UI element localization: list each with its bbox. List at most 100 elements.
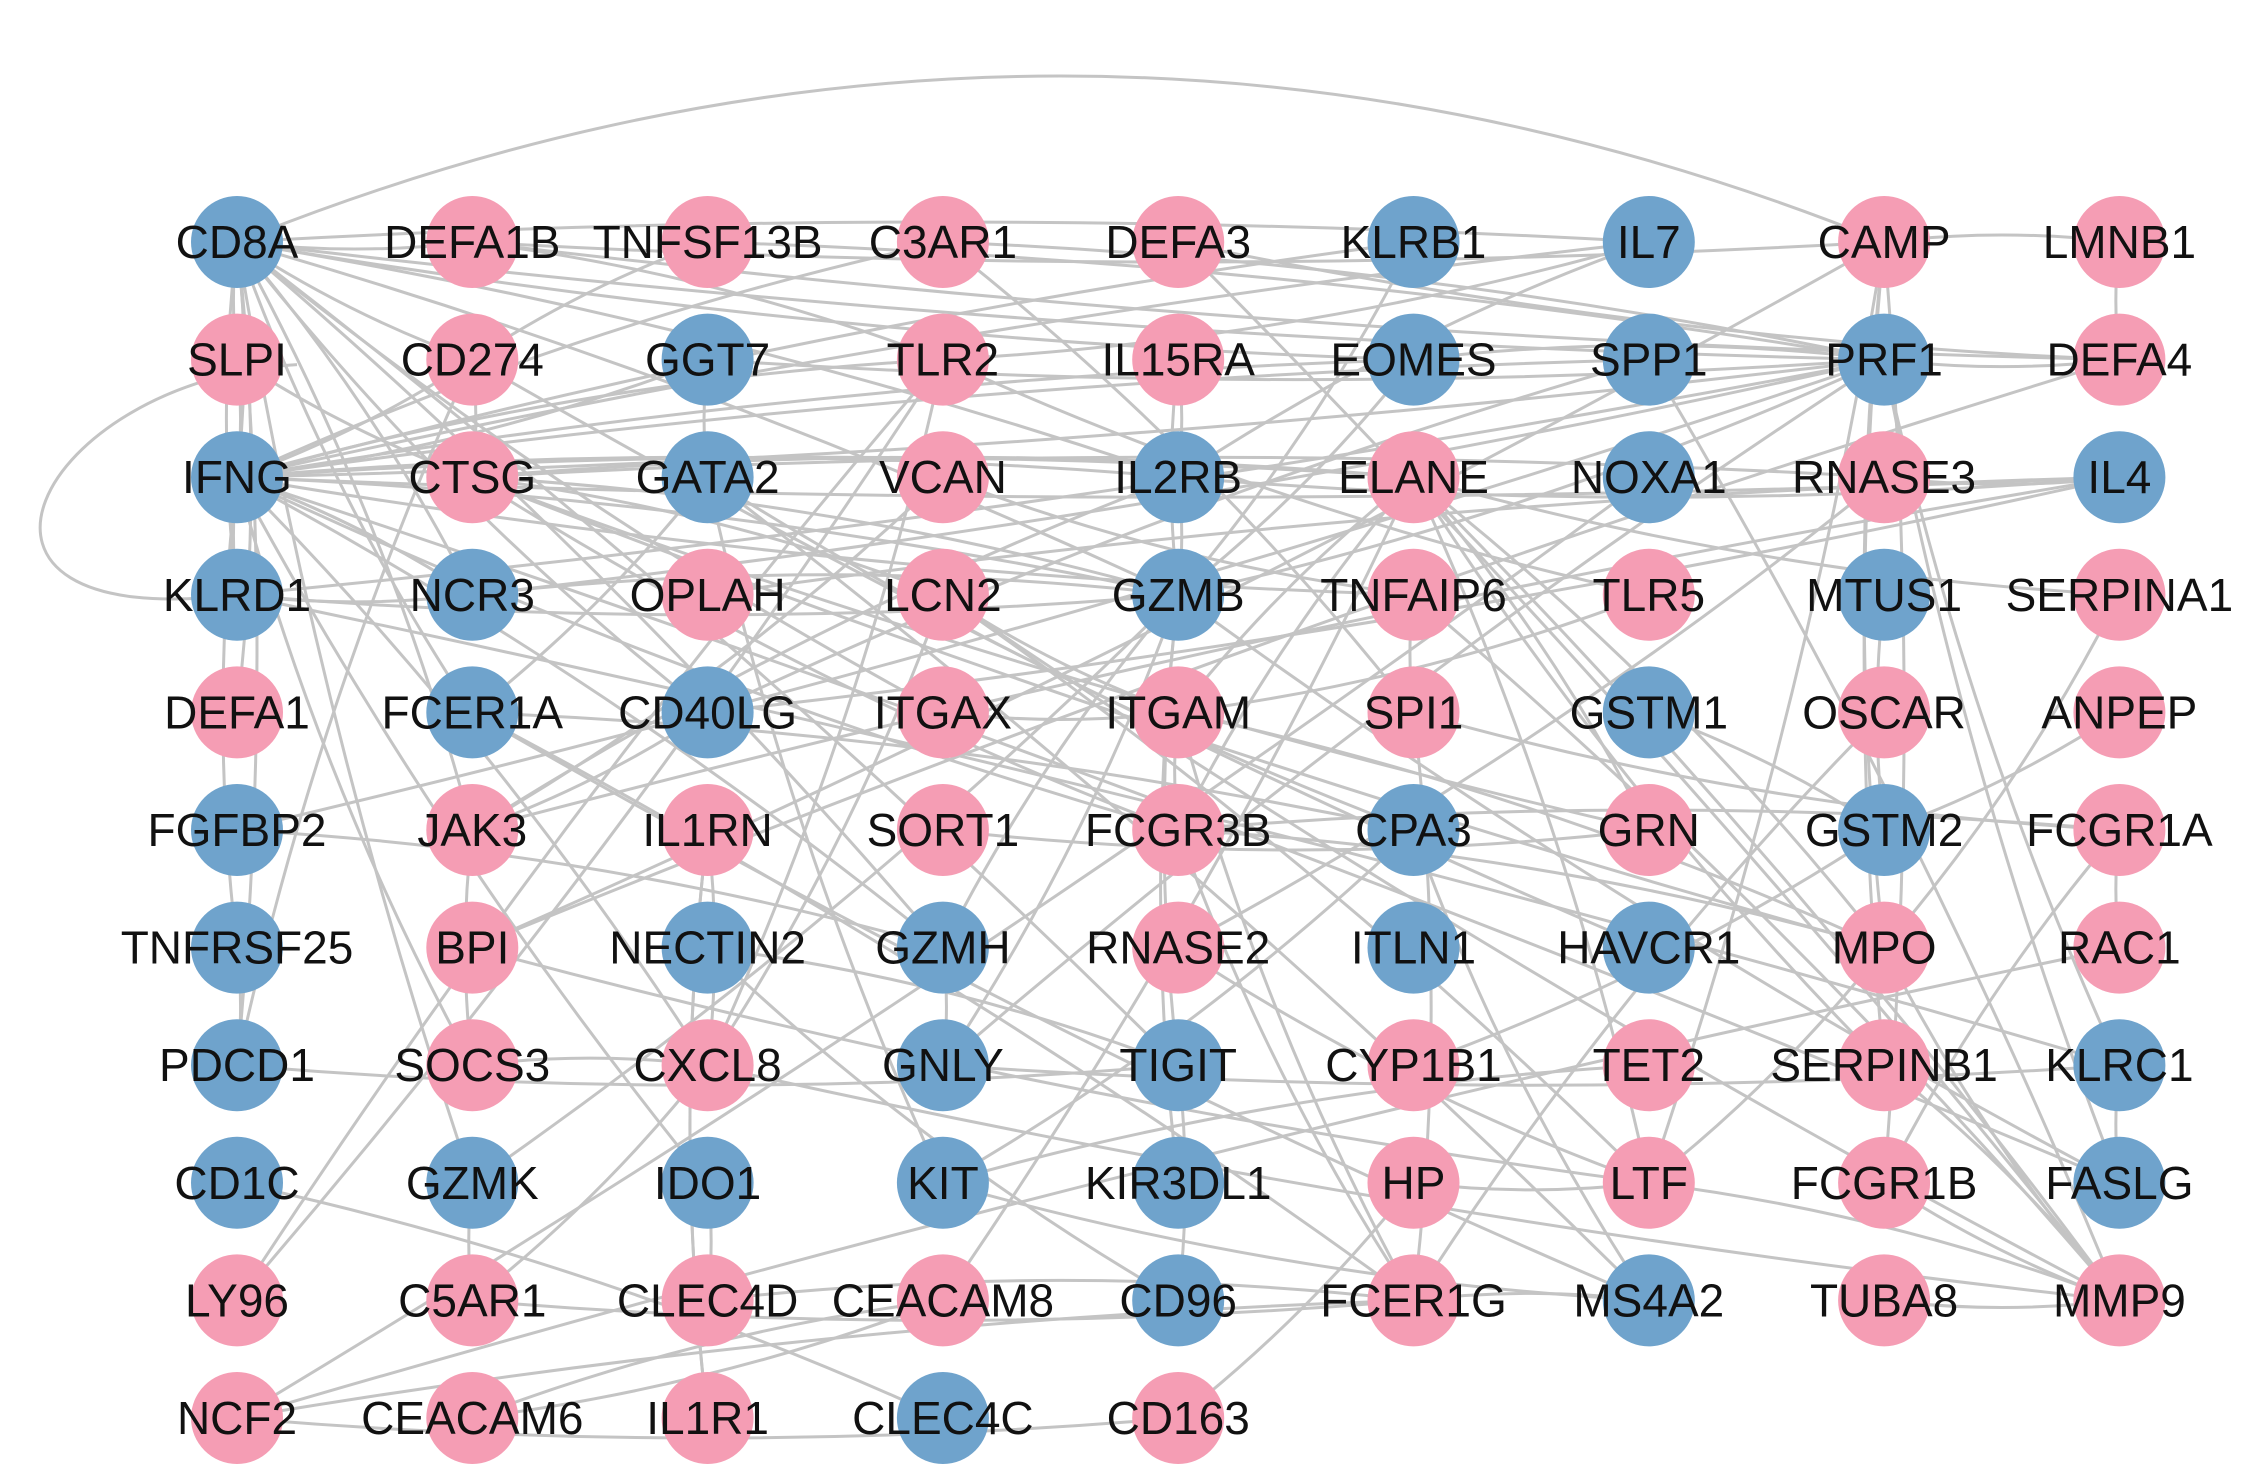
node-C3AR1[interactable]: C3AR1 — [869, 196, 1017, 288]
node-circle[interactable] — [1132, 901, 1225, 994]
node-circle[interactable] — [661, 548, 754, 641]
node-circle[interactable] — [191, 548, 283, 641]
node-FCGR1B[interactable]: FCGR1B — [1791, 1136, 1978, 1229]
node-circle[interactable] — [1132, 548, 1225, 641]
node-RNASE3[interactable]: RNASE3 — [1792, 431, 1976, 524]
node-ITGAX[interactable]: ITGAX — [874, 666, 1012, 759]
node-MTUS1[interactable]: MTUS1 — [1806, 548, 1962, 641]
node-circle[interactable] — [896, 548, 989, 641]
node-IL2RB[interactable]: IL2RB — [1114, 431, 1242, 524]
node-circle[interactable] — [896, 784, 989, 876]
node-circle[interactable] — [1838, 431, 1931, 524]
node-circle[interactable] — [896, 1372, 989, 1464]
node-KLRB1[interactable]: KLRB1 — [1341, 196, 1487, 288]
node-circle[interactable] — [2073, 548, 2166, 641]
node-circle[interactable] — [1602, 1254, 1695, 1347]
node-circle[interactable] — [426, 666, 519, 759]
node-circle[interactable] — [1132, 1019, 1225, 1112]
node-circle[interactable] — [661, 431, 754, 524]
node-circle[interactable] — [661, 784, 754, 876]
node-circle[interactable] — [1838, 666, 1931, 759]
node-LCN2[interactable]: LCN2 — [884, 548, 1002, 641]
node-IL1RN[interactable]: IL1RN — [642, 784, 773, 876]
node-KLRD1[interactable]: KLRD1 — [163, 548, 311, 641]
node-PDCD1[interactable]: PDCD1 — [159, 1019, 315, 1112]
node-circle[interactable] — [1838, 901, 1931, 994]
node-CLEC4D[interactable]: CLEC4D — [617, 1254, 799, 1347]
node-VCAN[interactable]: VCAN — [879, 431, 1007, 524]
node-circle[interactable] — [896, 1136, 989, 1229]
node-KIT[interactable]: KIT — [896, 1136, 989, 1229]
node-GATA2[interactable]: GATA2 — [636, 431, 780, 524]
node-SERPINB1[interactable]: SERPINB1 — [1770, 1019, 1998, 1112]
node-CLEC4C[interactable]: CLEC4C — [852, 1372, 1034, 1464]
node-circle[interactable] — [1132, 784, 1225, 876]
node-IDO1[interactable]: IDO1 — [654, 1136, 761, 1229]
node-circle[interactable] — [1132, 1372, 1225, 1464]
node-circle[interactable] — [1602, 784, 1695, 876]
node-DEFA4[interactable]: DEFA4 — [2047, 313, 2193, 406]
node-circle[interactable] — [896, 196, 989, 288]
node-circle[interactable] — [426, 1254, 519, 1347]
node-MPO[interactable]: MPO — [1832, 901, 1937, 994]
node-circle[interactable] — [191, 1372, 283, 1464]
node-OSCAR[interactable]: OSCAR — [1802, 666, 1966, 759]
node-circle[interactable] — [191, 1136, 283, 1229]
node-circle[interactable] — [2073, 901, 2166, 994]
node-CTSG[interactable]: CTSG — [408, 431, 536, 524]
node-FCER1A[interactable]: FCER1A — [382, 666, 564, 759]
node-circle[interactable] — [2073, 666, 2166, 759]
node-PRF1[interactable]: PRF1 — [1825, 313, 1943, 406]
node-circle[interactable] — [2073, 1136, 2166, 1229]
node-circle[interactable] — [1602, 313, 1695, 406]
node-FCGR3B[interactable]: FCGR3B — [1085, 784, 1272, 876]
node-circle[interactable] — [1602, 431, 1695, 524]
node-circle[interactable] — [2073, 784, 2166, 876]
node-HAVCR1[interactable]: HAVCR1 — [1557, 901, 1740, 994]
node-IL7[interactable]: IL7 — [1602, 196, 1695, 288]
node-GSTM1[interactable]: GSTM1 — [1570, 666, 1728, 759]
node-circle[interactable] — [1132, 431, 1225, 524]
node-circle[interactable] — [896, 1019, 989, 1112]
node-NCR3[interactable]: NCR3 — [410, 548, 535, 641]
node-SLPI[interactable]: SLPI — [187, 313, 287, 406]
node-TNFRSF25[interactable]: TNFRSF25 — [121, 901, 354, 994]
node-circle[interactable] — [1132, 666, 1225, 759]
node-CD1C[interactable]: CD1C — [174, 1136, 300, 1229]
node-EOMES[interactable]: EOMES — [1330, 313, 1497, 406]
node-NOXA1[interactable]: NOXA1 — [1571, 431, 1727, 524]
node-circle[interactable] — [1367, 784, 1460, 876]
node-CD96[interactable]: CD96 — [1119, 1254, 1237, 1347]
node-FCER1G[interactable]: FCER1G — [1320, 1254, 1507, 1347]
node-circle[interactable] — [2073, 431, 2166, 524]
node-circle[interactable] — [1367, 1136, 1460, 1229]
node-FCGR1A[interactable]: FCGR1A — [2026, 784, 2213, 876]
node-GGT7[interactable]: GGT7 — [645, 313, 770, 406]
node-SORT1[interactable]: SORT1 — [867, 784, 1020, 876]
node-circle[interactable] — [1132, 196, 1225, 288]
node-circle[interactable] — [1367, 901, 1460, 994]
node-circle[interactable] — [191, 1254, 283, 1347]
node-circle[interactable] — [1367, 548, 1460, 641]
node-circle[interactable] — [661, 1019, 754, 1112]
node-circle[interactable] — [661, 196, 754, 288]
node-circle[interactable] — [1838, 1019, 1931, 1112]
node-NECTIN2[interactable]: NECTIN2 — [609, 901, 806, 994]
node-JAK3[interactable]: JAK3 — [417, 784, 527, 876]
node-DEFA1[interactable]: DEFA1 — [164, 666, 310, 759]
node-circle[interactable] — [1602, 1019, 1695, 1112]
node-circle[interactable] — [1367, 1254, 1460, 1347]
node-circle[interactable] — [1838, 1136, 1931, 1229]
node-circle[interactable] — [426, 1136, 519, 1229]
node-GSTM2[interactable]: GSTM2 — [1805, 784, 1963, 876]
node-circle[interactable] — [1838, 784, 1931, 876]
node-circle[interactable] — [426, 431, 519, 524]
node-circle[interactable] — [191, 784, 283, 876]
node-circle[interactable] — [1132, 1254, 1225, 1347]
node-SOCS3[interactable]: SOCS3 — [394, 1019, 550, 1112]
node-circle[interactable] — [426, 548, 519, 641]
node-OPLAH[interactable]: OPLAH — [630, 548, 786, 641]
node-RNASE2[interactable]: RNASE2 — [1086, 901, 1270, 994]
node-circle[interactable] — [1838, 1254, 1931, 1347]
node-CD8A[interactable]: CD8A — [176, 196, 299, 288]
